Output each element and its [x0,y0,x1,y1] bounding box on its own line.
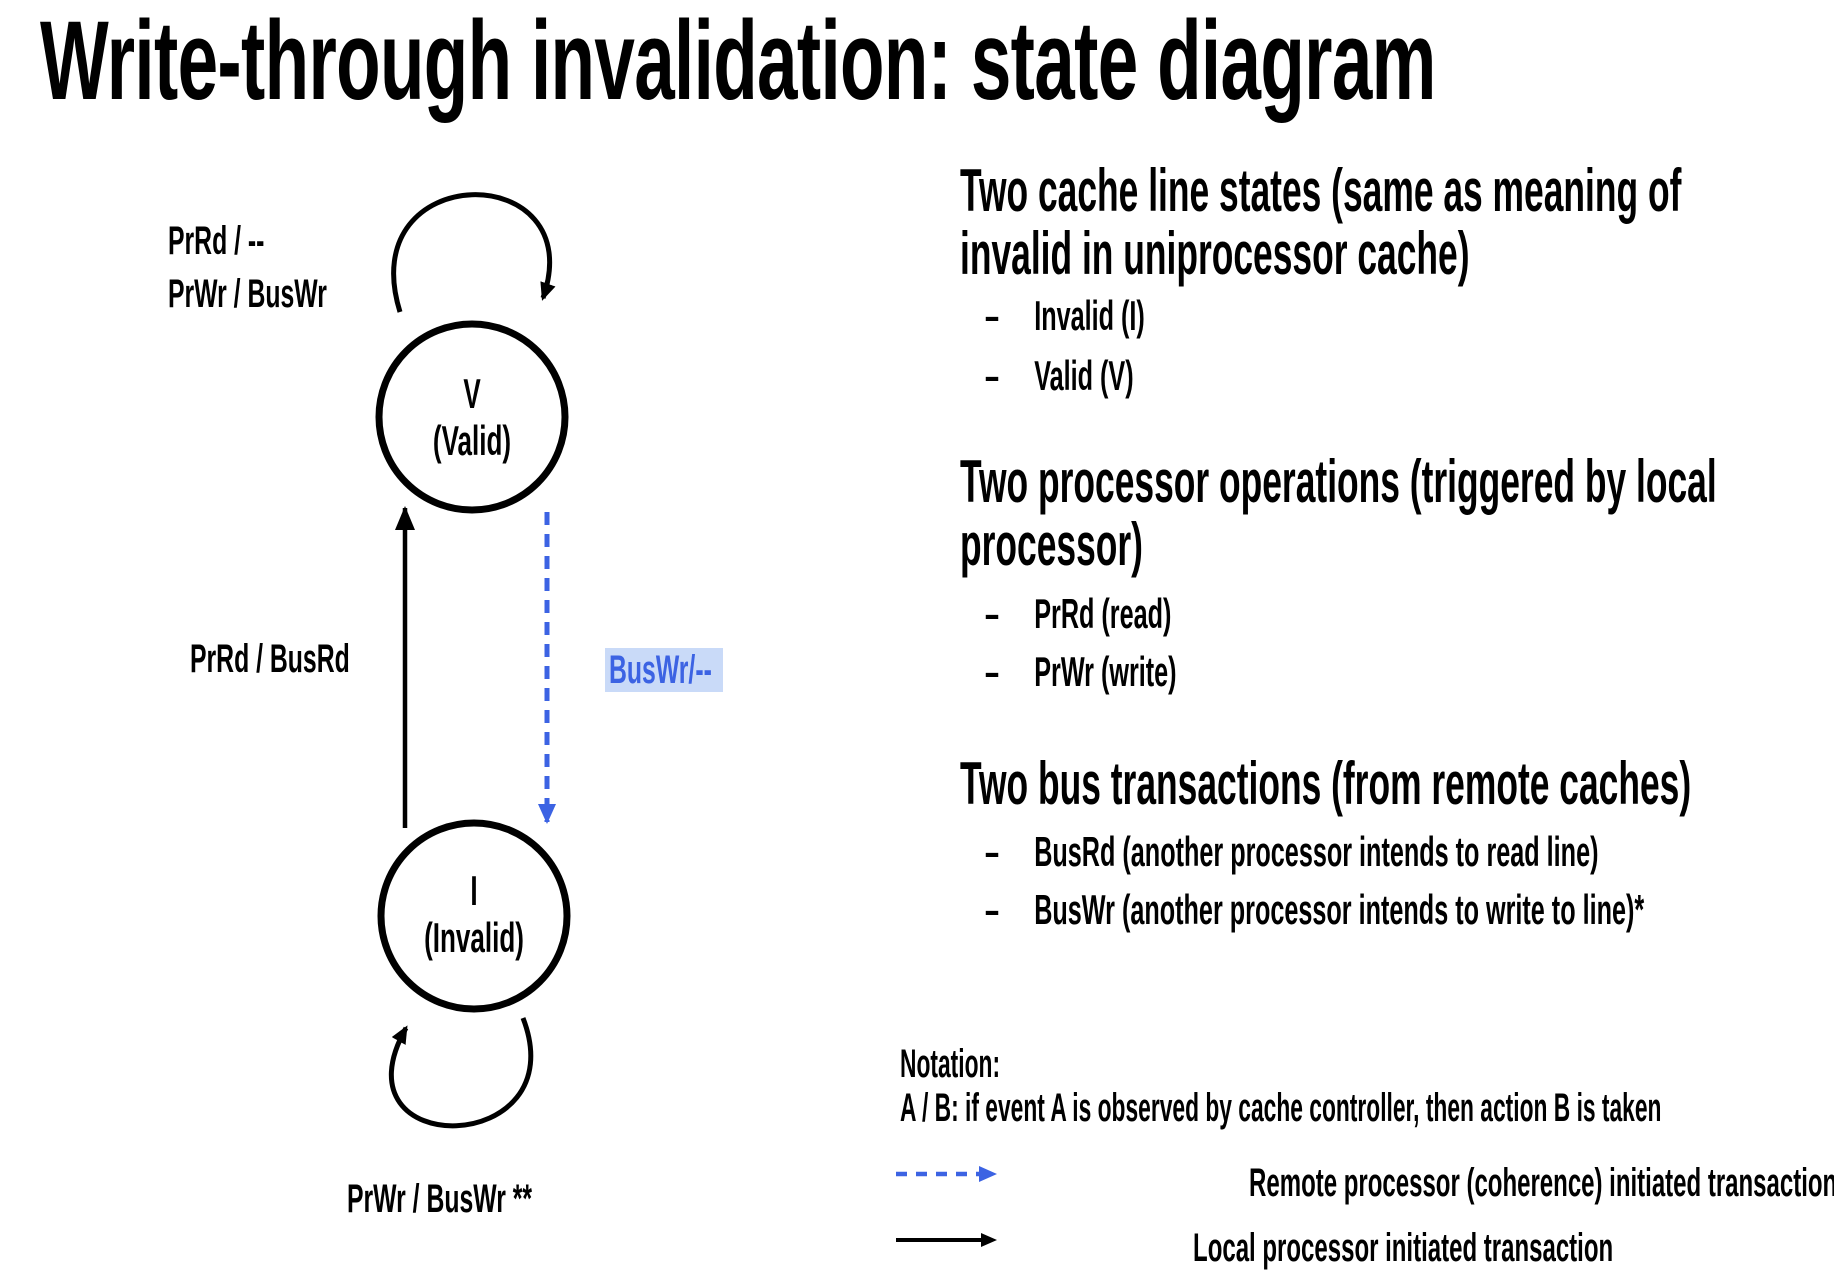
bullet-dash: – [985,292,1000,339]
section-bus-transactions-heading: Two bus transactions (from remote caches… [960,752,1691,815]
bullet-text: Valid (V) [1034,352,1134,399]
remote-transaction-label: Remote processor (coherence) initiated t… [1249,1161,1834,1205]
section-processor-operations-bullets: –PrRd (read) –PrWr (write) [985,585,1177,701]
list-item: –PrWr (write) [985,643,1177,701]
heading-line: processor) [960,511,1143,578]
list-item: –Invalid (I) [985,286,1145,346]
bullet-dash: – [985,828,1000,875]
state-valid-circle [375,320,569,514]
state-valid-sublabel: (Valid) [433,418,511,465]
bullet-text: Invalid (I) [1034,292,1145,339]
bullet-dash: – [985,352,1000,399]
section-cache-line-states-bullets: –Invalid (I) –Valid (V) [985,286,1145,406]
list-item: –Valid (V) [985,346,1145,406]
bullet-dash: – [985,886,1000,933]
bullet-text: BusWr (another processor intends to writ… [1034,886,1645,933]
bullet-dash: – [985,648,1000,695]
section-cache-line-states-heading: Two cache line states (same as meaning o… [960,159,1681,285]
heading-line: Two bus transactions (from remote caches… [960,750,1692,817]
state-valid-label: V [463,371,481,418]
v-to-i-label: BusWr/-- [609,648,712,692]
notation-heading: Notation: [900,1042,1001,1086]
notation-block: Notation: A / B: if event A is observed … [900,1042,1661,1130]
state-invalid-circle [377,819,571,1013]
section-bus-transactions-bullets: –BusRd (another processor intends to rea… [985,823,1644,939]
i-self-loop-label: PrWr / BusWr ** [347,1177,532,1221]
heading-line: Two cache line states (same as meaning o… [960,157,1682,224]
remote-transaction-arrow-icon [896,1166,997,1182]
i-to-v-label: PrRd / BusRd [190,637,350,681]
bullet-text: PrRd (read) [1034,590,1172,637]
list-item: –PrRd (read) [985,585,1177,643]
v-to-i-label-highlight [605,648,723,692]
page-title: Write-through invalidation: state diagra… [40,0,1436,123]
notation-description: A / B: if event A is observed by cache c… [900,1086,1662,1130]
v-self-loop-label-line1: PrRd / -- [168,219,264,263]
state-invalid-label: I [470,868,477,915]
i-self-loop-arrow [388,1017,534,1129]
bullet-text: BusRd (another processor intends to read… [1034,828,1599,875]
bullet-text: PrWr (write) [1034,648,1177,695]
local-transaction-label: Local processor initiated transaction [1193,1226,1614,1270]
heading-line: invalid in uniprocessor cache) [960,220,1470,287]
list-item: –BusRd (another processor intends to rea… [985,823,1644,881]
heading-line: Two processor operations (triggered by l… [960,448,1717,515]
local-transaction-arrow-icon [896,1233,997,1247]
section-processor-operations-heading: Two processor operations (triggered by l… [960,450,1717,576]
list-item: –BusWr (another processor intends to wri… [985,881,1644,939]
v-self-loop-arrow [391,192,556,313]
bullet-dash: – [985,590,1000,637]
state-diagram: V (Valid) PrRd / -- PrWr / BusWr PrRd / … [168,192,723,1222]
state-invalid-sublabel: (Invalid) [424,915,524,962]
v-self-loop-label-line2: PrWr / BusWr [168,272,327,316]
